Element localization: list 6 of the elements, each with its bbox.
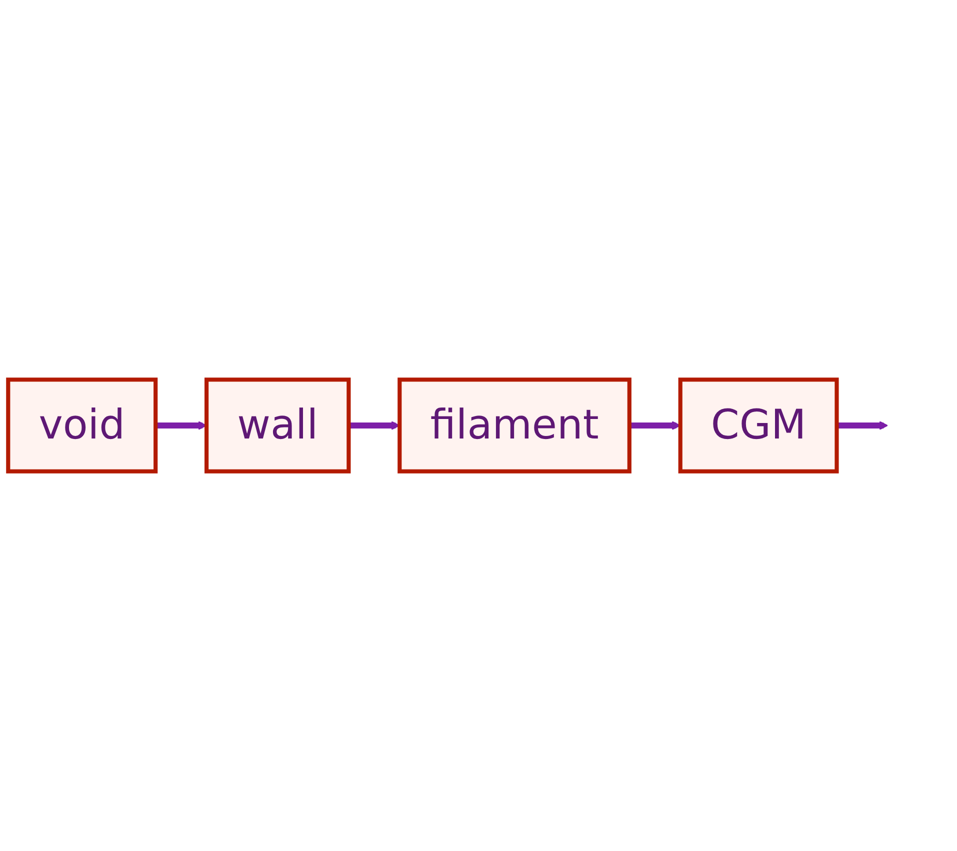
node-box: void bbox=[6, 378, 158, 474]
node-box: filament bbox=[398, 378, 632, 474]
arrow bbox=[156, 421, 207, 430]
arrow bbox=[836, 421, 888, 430]
node-box: wall bbox=[204, 378, 351, 474]
node-box: CGM bbox=[678, 378, 839, 474]
